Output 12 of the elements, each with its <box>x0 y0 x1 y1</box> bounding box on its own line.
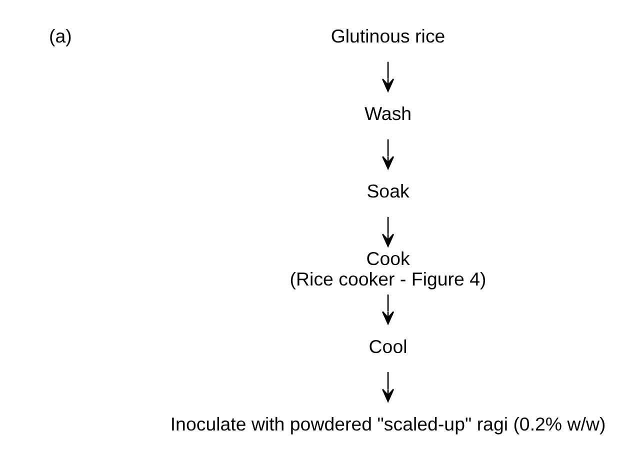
node-text: Cool <box>368 336 408 357</box>
arrow <box>382 372 394 402</box>
arrow <box>382 139 394 170</box>
arrow <box>382 62 394 92</box>
node-text: Inoculate with powdered "scaled-up" ragi (0.2% w/w) <box>170 413 606 434</box>
node-text: Wash <box>364 103 412 124</box>
arrow <box>382 216 394 247</box>
label: (a) <box>49 26 72 47</box>
node-text: Cook (Rice cooker - Figure 4) <box>290 248 486 290</box>
node-text: Soak <box>366 180 410 202</box>
node-text: Glutinous rice <box>330 26 446 47</box>
arrow <box>382 294 394 324</box>
